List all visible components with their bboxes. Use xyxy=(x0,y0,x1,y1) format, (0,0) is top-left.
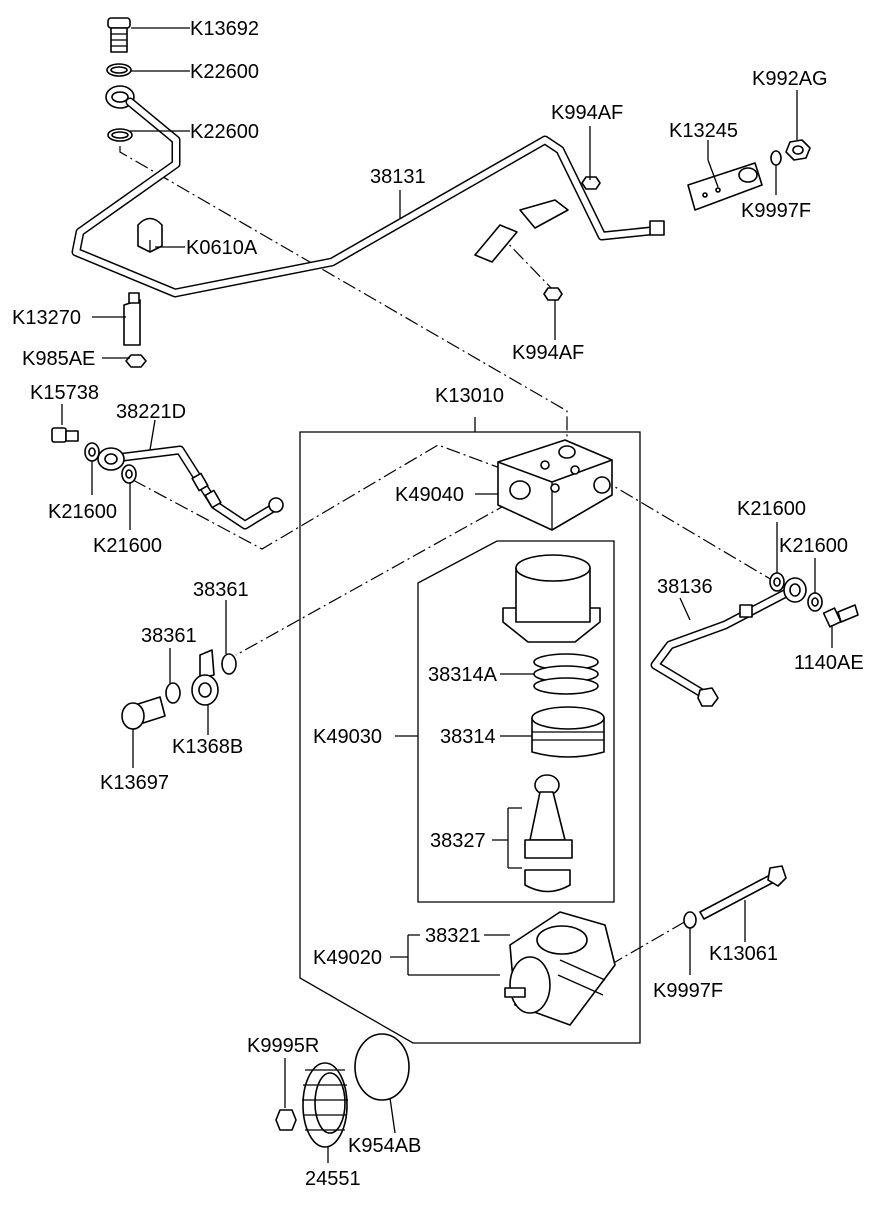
label-k49020: K49020 xyxy=(313,947,382,969)
label-38321: 38321 xyxy=(425,925,481,947)
label-k9995r: K9995R xyxy=(247,1035,319,1057)
elbow-k1368b xyxy=(191,649,219,706)
washer-k9997f-bottom xyxy=(683,911,697,929)
label-k9997f-bottom: K9997F xyxy=(653,980,723,1002)
washer-k9997f-top xyxy=(770,150,782,166)
label-k13697: K13697 xyxy=(100,772,169,794)
washer-k21600-right-2 xyxy=(807,592,823,612)
label-1140ae: 1140AE xyxy=(794,652,864,674)
label-38221d: 38221D xyxy=(116,401,186,423)
clamp-k0610a xyxy=(137,217,163,253)
washer-k21600-left-2 xyxy=(121,464,137,484)
label-k13010: K13010 xyxy=(435,385,504,407)
leader-lines xyxy=(61,27,833,1163)
label-k21600-r1: K21600 xyxy=(737,498,806,520)
label-38361-b: 38361 xyxy=(141,625,197,647)
pipe-38221d xyxy=(97,445,284,530)
pipe-38131 xyxy=(71,97,665,298)
assembly-frame-k13010 xyxy=(299,417,641,1044)
clip-bracket xyxy=(474,199,569,263)
label-38131: 38131 xyxy=(370,166,426,188)
gear-24551 xyxy=(302,1062,348,1148)
label-38314a: 38314A xyxy=(428,664,498,686)
label-38327: 38327 xyxy=(430,830,486,852)
label-k13245: K13245 xyxy=(669,120,738,142)
nut-k992ag xyxy=(785,139,811,161)
label-k49030: K49030 xyxy=(313,726,382,748)
crankcase-38321 xyxy=(504,911,616,1026)
label-k9997f-top: K9997F xyxy=(741,200,811,222)
washer-top-2 xyxy=(107,128,133,142)
washer-k21600-left-1 xyxy=(84,442,100,462)
label-38314: 38314 xyxy=(440,726,496,748)
piston-ring-38314a xyxy=(533,653,599,695)
label-k13270: K13270 xyxy=(12,307,81,329)
label-k21600-l1: K21600 xyxy=(48,501,117,523)
label-38361-a: 38361 xyxy=(193,579,249,601)
label-k49040: K49040 xyxy=(395,484,464,506)
banjo-bolt-k15738 xyxy=(51,427,79,443)
label-k21600-l2: K21600 xyxy=(93,535,162,557)
pipe-38136 xyxy=(650,577,807,707)
washer-k21600-right-1 xyxy=(769,572,785,592)
cylinder-liner xyxy=(502,554,601,643)
piston-38314 xyxy=(531,706,605,758)
banjo-eye-top xyxy=(105,85,135,109)
assembly-frame-k49030 xyxy=(417,540,615,903)
label-k22600-a: K22600 xyxy=(190,61,259,83)
banjo-bolt-top xyxy=(107,17,131,53)
oring-38361-a xyxy=(221,653,237,675)
nut-k994af-bottom xyxy=(543,287,563,301)
oring-38361-b xyxy=(165,682,181,704)
label-k21600-r2: K21600 xyxy=(779,535,848,557)
label-k13061: K13061 xyxy=(709,943,778,965)
bracket-k13270 xyxy=(123,292,141,346)
connecting-rod-38327 xyxy=(524,774,573,893)
label-24551: 24551 xyxy=(305,1168,361,1190)
label-k992ag: K992AG xyxy=(752,68,828,90)
label-38136: 38136 xyxy=(657,576,713,598)
label-k15738: K15738 xyxy=(30,382,99,404)
label-k1368b: K1368B xyxy=(172,736,243,758)
label-k13692: K13692 xyxy=(190,18,259,40)
label-k985ae: K985AE xyxy=(22,348,95,370)
label-k994af-top: K994AF xyxy=(551,102,623,124)
label-k0610a: K0610A xyxy=(186,237,258,259)
gasket-k954ab xyxy=(354,1033,410,1101)
nut-k9995r xyxy=(275,1109,297,1131)
banjo-bolt-k13697 xyxy=(121,696,166,730)
bolt-1140ae xyxy=(822,604,859,628)
bracket-k13245 xyxy=(687,162,763,211)
label-k954ab: K954AB xyxy=(348,1135,421,1157)
part-labels: K13692 K22600 K22600 38131 K0610A K13270… xyxy=(12,18,864,1190)
label-k22600-b: K22600 xyxy=(190,121,259,143)
nut-k994af-top xyxy=(581,176,601,190)
cylinder-head-k49040 xyxy=(497,439,613,531)
label-k994af-bottom: K994AF xyxy=(512,342,584,364)
stud-bolt-k13061 xyxy=(699,865,787,920)
nut-k985ae xyxy=(125,354,147,368)
washer-top-1 xyxy=(106,63,132,77)
